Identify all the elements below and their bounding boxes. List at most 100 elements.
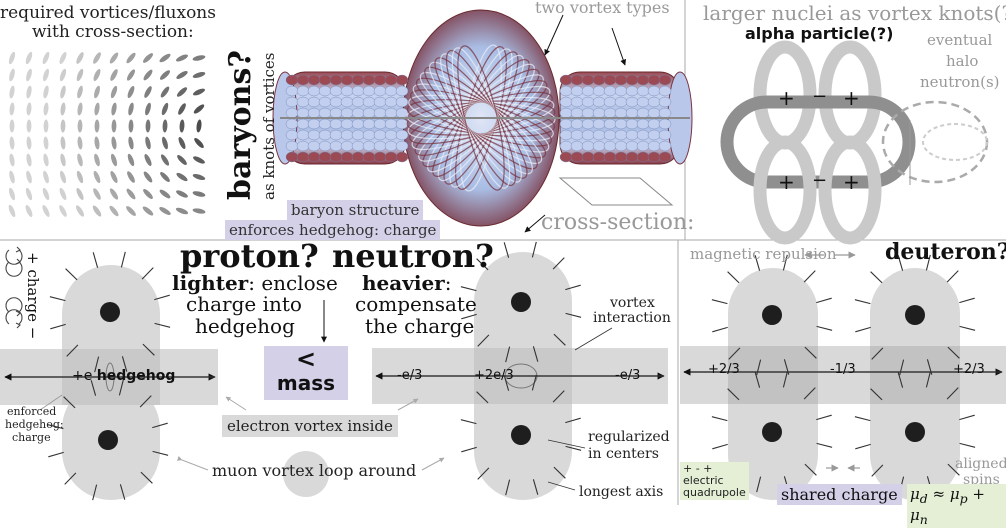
vortex-cross-section: [193, 156, 205, 164]
vortex-cross-section: [26, 68, 32, 82]
tube-scale: [362, 140, 376, 152]
vortex-cross-section: [159, 70, 171, 80]
hedgehog-spike: [553, 333, 566, 346]
tube-scale: [625, 118, 639, 130]
tube-scale: [362, 85, 376, 97]
tube-scale: [362, 118, 376, 130]
hedgehog-spike: [552, 257, 565, 270]
hedgehog-spike: [49, 296, 66, 302]
baryon-structure-box-2: enforces hedgehog: charge: [225, 220, 441, 240]
hedgehog-spike: [727, 388, 740, 401]
vortex-cross-section: [111, 119, 117, 133]
quad-quadrupole: quadrupole: [683, 486, 746, 499]
tube-scale: [625, 85, 639, 97]
tube-scale: [395, 118, 409, 130]
vortex-cross-section: [94, 85, 100, 99]
tube-scale: [384, 118, 398, 130]
tube-scale: [581, 85, 595, 97]
cross-section-label: cross-section:: [541, 210, 695, 235]
vortex-cross-section: [9, 102, 15, 116]
vortex-cross-section: [160, 154, 170, 166]
tube-scale: [340, 129, 354, 141]
vortex-cross-section: [76, 170, 84, 184]
vortex-cross-section: [59, 170, 67, 184]
vortex-cross-section: [143, 189, 153, 199]
hedgehog-spike: [959, 325, 976, 331]
hedgehog-spike: [565, 284, 581, 291]
tube-scale: [351, 129, 365, 141]
vortex-cross-section: [93, 170, 101, 184]
halo-label: halo: [946, 52, 979, 70]
tube-scale: [614, 140, 628, 152]
vortex-cross-section: [144, 154, 152, 166]
vortex-cross-section: [192, 72, 206, 78]
tube-scale: [307, 107, 321, 119]
vortex-cross-section: [9, 119, 15, 133]
tube-scale: [647, 96, 661, 108]
hedgehog-spike: [946, 270, 959, 283]
tube-scale: [559, 140, 573, 152]
magnetic-moment-formula: μd ≈ μp + μn: [907, 484, 1006, 528]
hedgehog-spike: [565, 417, 581, 424]
tube-scale: [351, 107, 365, 119]
tube-scale: [647, 140, 661, 152]
tube-scale: [603, 85, 617, 97]
vortex-cross-section: [109, 188, 119, 200]
vortex-cross-section: [110, 171, 118, 183]
tube-scale: [581, 118, 595, 130]
vortex-cross-section: [160, 86, 170, 98]
vortex-cross-section: [42, 51, 50, 65]
hedgehog-spike: [804, 346, 817, 359]
vortex-cross-section: [160, 172, 170, 182]
tube-scale: [614, 129, 628, 141]
hedgehog-spike: [804, 463, 817, 476]
vortex-cross-section: [43, 102, 49, 116]
tube-scale: [351, 140, 365, 152]
baryon-render: [272, 9, 693, 227]
tube-scale: [307, 74, 321, 86]
tube-scale: [603, 118, 617, 130]
plus-charge-minus-label: + charge −: [24, 252, 42, 340]
hedgehog-spike: [90, 380, 97, 396]
hedgehog-spike: [870, 388, 883, 401]
lighter-line1: lighter: enclose: [172, 271, 338, 295]
muon-vortex-label: muon vortex loop around: [212, 461, 417, 480]
tube-scale: [329, 85, 343, 97]
tube-scale: [296, 74, 310, 86]
enforced-line2: hedgehog:: [5, 418, 64, 431]
hedgehog-spike: [65, 268, 78, 281]
vortex-cross-section: [127, 153, 135, 167]
tube-scale: [570, 118, 584, 130]
vortex-cross-section: [59, 68, 67, 82]
vortex-cross-section: [175, 207, 189, 215]
vortex-cross-section: [145, 102, 151, 116]
tube-scale: [351, 85, 365, 97]
tube-scale: [625, 107, 639, 119]
diagram-artwork: [0, 0, 1006, 505]
vortex-cross-section: [162, 119, 168, 133]
vortex-cross-section: [9, 68, 15, 82]
deuteron-charge-right: +2/3: [953, 362, 985, 377]
tube-scale: [362, 107, 376, 119]
vortex-cross-section: [179, 119, 185, 133]
vortex-cross-section: [126, 52, 136, 64]
tube-scale: [614, 118, 628, 130]
tube-scale: [395, 107, 409, 119]
tube-scale: [636, 107, 650, 119]
vortex-cross-section: [93, 52, 101, 64]
tube-scale: [570, 96, 584, 108]
tube-scale: [636, 129, 650, 141]
hedgehog-spike: [461, 446, 477, 453]
deuteron-charge-center: -1/3: [830, 362, 856, 377]
tube-scale: [362, 151, 376, 163]
alpha-knot: [720, 40, 989, 245]
tube-scale: [395, 96, 409, 108]
tube-scale: [603, 96, 617, 108]
tube-scale: [581, 107, 595, 119]
tube-scale: [373, 151, 387, 163]
tube-scale: [329, 140, 343, 152]
tube-scale: [658, 151, 672, 163]
tube-scale: [570, 107, 584, 119]
hedgehog-spike: [854, 299, 871, 305]
hedgehog-spike: [531, 241, 537, 258]
